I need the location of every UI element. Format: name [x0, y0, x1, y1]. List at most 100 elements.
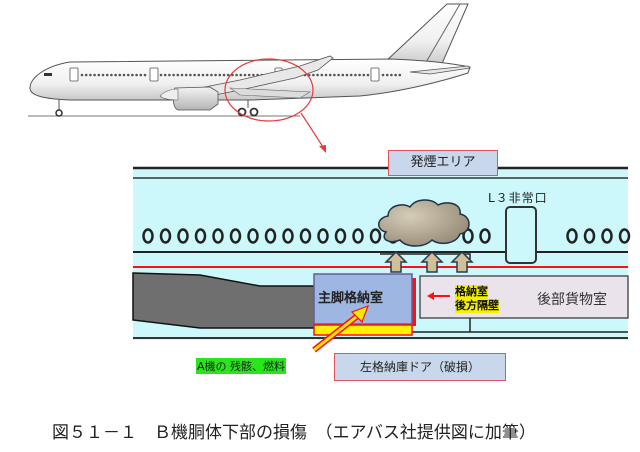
window — [239, 73, 243, 77]
window — [139, 73, 143, 77]
cabin-window — [194, 228, 207, 244]
cabin-window — [334, 228, 347, 244]
main-gear-bay-label: 主脚格納室 — [318, 291, 384, 306]
window — [184, 73, 188, 77]
window — [324, 73, 328, 77]
cabin-window — [479, 228, 491, 244]
window — [89, 73, 92, 77]
window — [193, 73, 196, 77]
pointer-line — [300, 112, 326, 151]
bulkhead-arrow-icon — [427, 292, 434, 300]
cabin-window — [317, 228, 329, 244]
window — [80, 73, 84, 77]
window — [159, 73, 163, 77]
window — [172, 73, 175, 77]
window — [226, 73, 230, 77]
cabin-window — [369, 228, 382, 244]
window — [385, 73, 389, 77]
damage-highlight-circle — [224, 58, 314, 122]
cabin-window — [229, 228, 242, 244]
cabin-window — [282, 228, 294, 244]
cabin-window — [159, 228, 172, 244]
up-arrow-icon — [450, 250, 474, 273]
bulkhead-label: 格納室 後方隔壁 — [455, 285, 499, 313]
cabin-window — [299, 228, 312, 244]
pointer-arrowhead — [319, 145, 326, 153]
l3-exit-label: L３非常口 — [488, 191, 548, 205]
window — [398, 73, 402, 77]
window — [114, 73, 117, 77]
window — [214, 73, 217, 77]
window — [247, 73, 251, 77]
cabin-window — [212, 228, 224, 244]
impact-arrow-icon — [312, 304, 370, 353]
bulkhead-label-line2: 後方隔壁 — [455, 299, 499, 313]
smoke-cloud — [378, 199, 470, 247]
cockpit-window — [44, 73, 52, 76]
window — [231, 73, 234, 77]
window — [354, 73, 357, 77]
window — [312, 73, 315, 77]
aircraft-side-view — [28, 3, 471, 153]
window — [189, 73, 192, 77]
window — [328, 73, 332, 77]
window — [110, 73, 113, 77]
horizontal-stabilizer — [409, 65, 471, 75]
l3-emergency-exit — [505, 206, 537, 264]
up-arrow-icon — [384, 250, 408, 273]
bulkhead-label-line1: 格納室 — [455, 285, 488, 299]
window — [333, 73, 336, 77]
window — [243, 73, 247, 77]
smoke-flow-arrows — [384, 250, 474, 273]
window — [93, 73, 96, 77]
window — [135, 73, 138, 77]
window — [197, 73, 201, 77]
fuselage-detail-view — [132, 166, 631, 353]
window — [362, 73, 366, 77]
window — [366, 73, 370, 77]
cabin-window — [247, 228, 259, 244]
window — [122, 73, 126, 77]
left-gear-door — [313, 324, 413, 336]
detail-windows — [142, 228, 631, 244]
window — [381, 73, 385, 77]
window — [320, 73, 324, 77]
debris-fuel-label: A機の 残骸、燃料 — [196, 358, 287, 374]
window — [101, 73, 105, 77]
aft-cargo-label: 後部貨物室 — [537, 292, 607, 308]
window — [349, 73, 353, 77]
window — [345, 73, 349, 77]
up-arrow-icon — [420, 250, 444, 273]
window — [118, 73, 122, 77]
cabin-window — [264, 228, 277, 244]
nose-gear-wheel — [55, 109, 63, 117]
cabin-window — [601, 228, 613, 244]
cabin-window — [583, 228, 596, 244]
engine — [172, 86, 219, 111]
window — [358, 73, 361, 77]
cabin-window — [566, 228, 578, 244]
aft-cargo-compartment — [419, 275, 629, 319]
window — [235, 73, 238, 77]
window — [252, 73, 255, 77]
figure-caption: 図５１－１ Ｂ機胴体下部の損傷 （エアバス社提供図に加筆） — [52, 423, 536, 443]
cabin-window — [618, 228, 631, 244]
window — [126, 73, 130, 77]
window — [222, 73, 226, 77]
window — [97, 73, 101, 77]
window — [316, 73, 319, 77]
cabin-window — [142, 228, 154, 244]
bulkhead-highlight — [411, 278, 416, 326]
window — [163, 73, 167, 77]
window — [105, 73, 109, 77]
window — [337, 73, 340, 77]
smoke-area-label: 発煙エリア — [388, 150, 498, 176]
window — [201, 73, 205, 77]
passenger-windows — [80, 73, 402, 77]
cabin-window — [352, 228, 364, 244]
window — [394, 73, 397, 77]
window — [390, 73, 393, 77]
window — [218, 73, 222, 77]
window — [131, 73, 134, 77]
